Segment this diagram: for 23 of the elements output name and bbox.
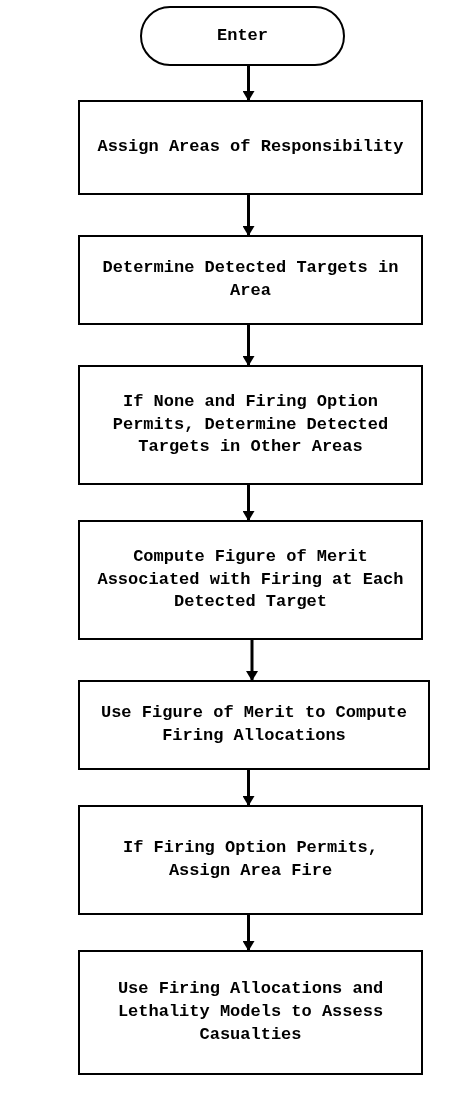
arrow <box>242 195 255 236</box>
step-text: Assign Areas of Responsibility <box>97 136 404 159</box>
arrow <box>242 915 255 951</box>
process-box <box>78 520 423 640</box>
process-box <box>78 805 423 915</box>
step-text: If Firing Option Permits, Assign Area Fire <box>121 837 379 882</box>
step-text: Enter <box>217 24 268 47</box>
terminal-shape <box>140 6 345 66</box>
arrow <box>242 770 255 806</box>
arrow <box>242 325 255 366</box>
process-box <box>78 950 423 1075</box>
arrow <box>242 66 255 101</box>
arrow <box>242 485 255 521</box>
process-box <box>78 235 423 325</box>
arrow <box>246 640 258 681</box>
process-box <box>78 365 423 485</box>
step-text: Determine Detected Targets in Area <box>101 257 400 302</box>
process-box <box>78 680 430 770</box>
step-text: Use Figure of Merit to Compute Firing Allocations <box>99 702 409 747</box>
process-box <box>78 100 423 195</box>
step-text: Compute Figure of Merit Associated with Firing at Each Detected Target <box>96 545 405 614</box>
step-text: Use Firing Allocations and Lethality Models to Assess Casualties <box>116 978 385 1046</box>
step-text: If None and Firing Option Permits, Determine Detected Targets in Other Areas <box>111 390 390 459</box>
